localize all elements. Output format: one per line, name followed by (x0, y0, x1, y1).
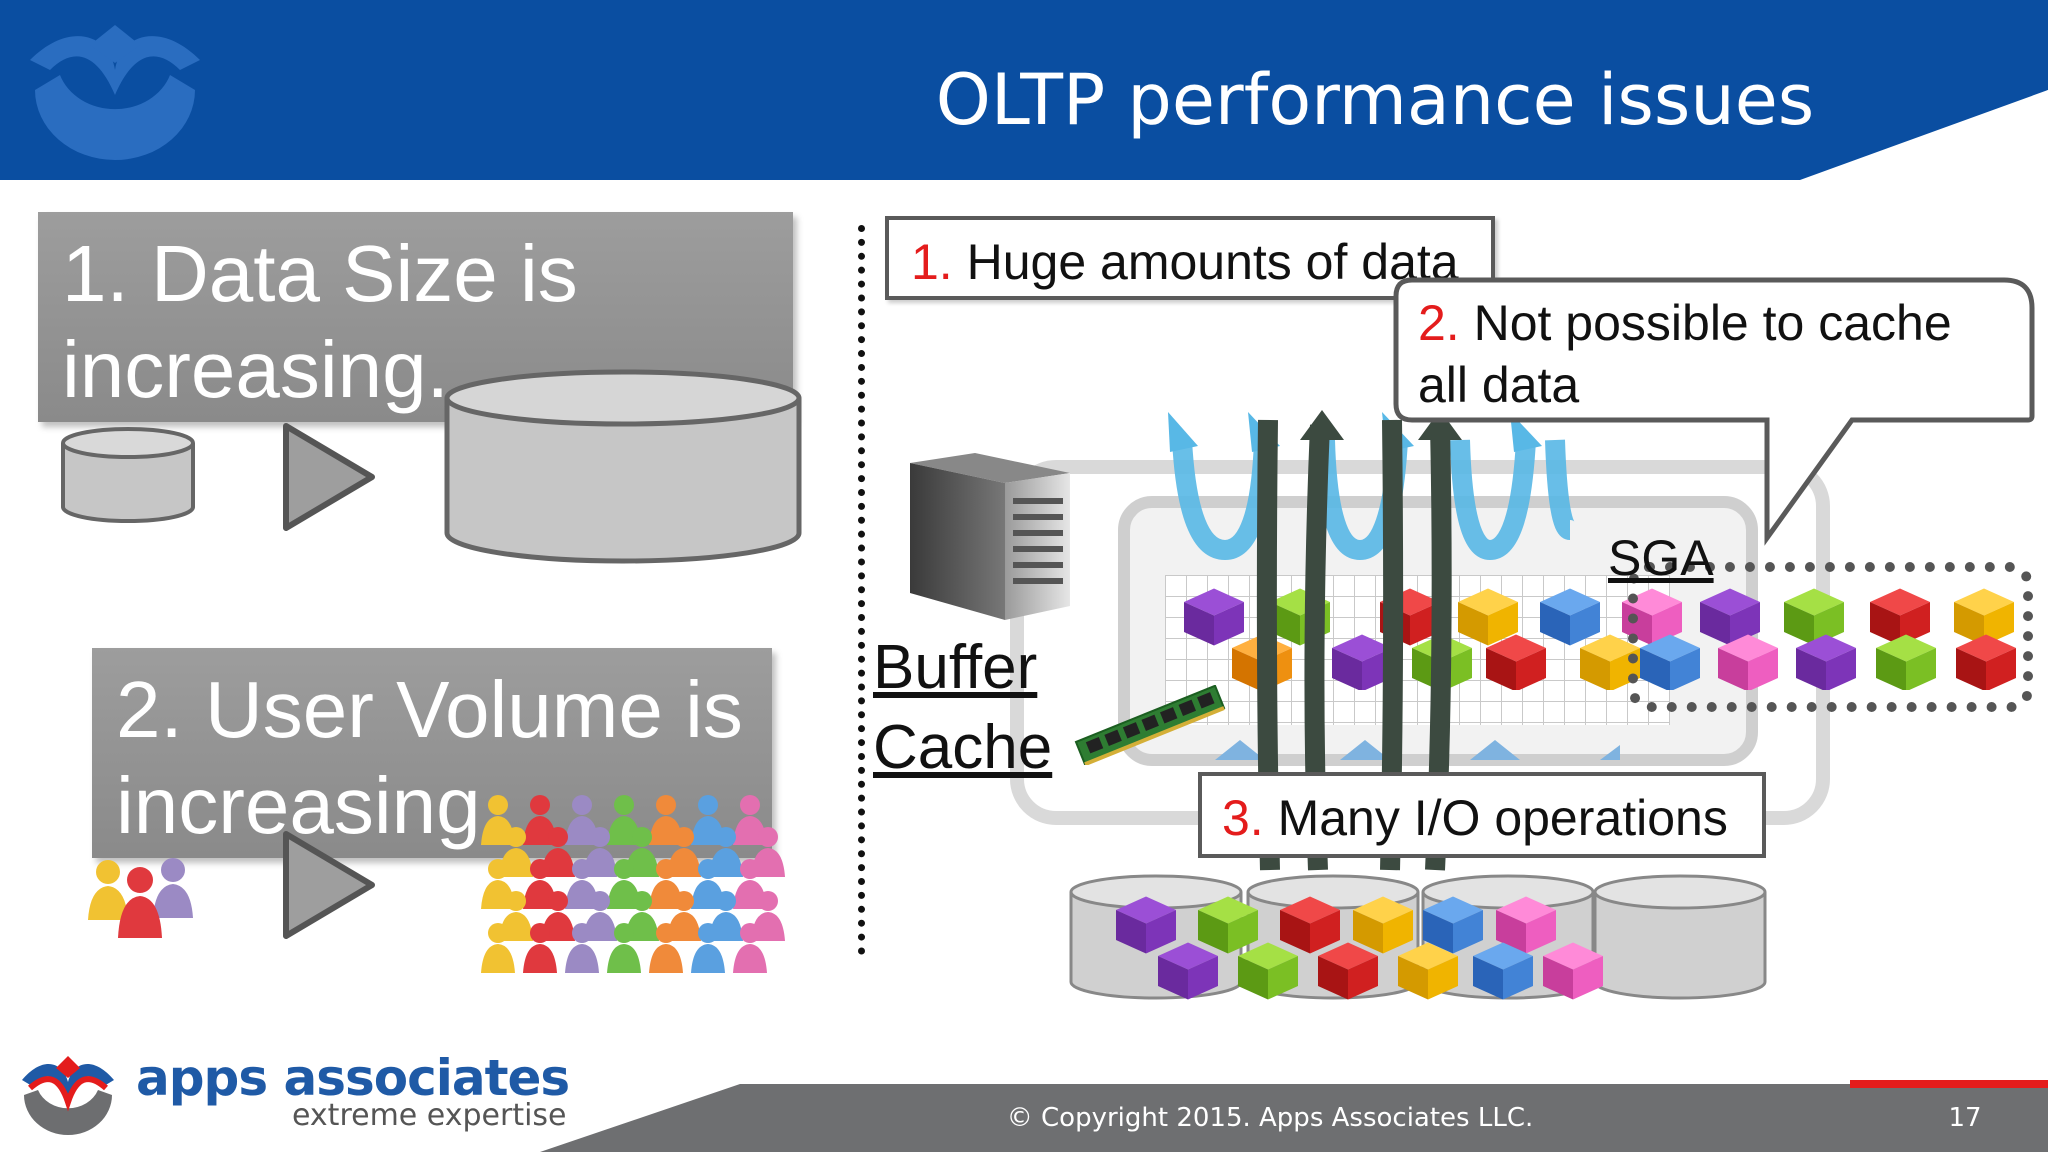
callout-cache-line1: 2. Not possible to cache (1418, 292, 1952, 354)
header-bar (0, 0, 2048, 180)
watermark-logo-icon (30, 25, 200, 160)
callout-huge-data-text: Huge amounts of data (952, 234, 1459, 290)
cache-label: Cache (873, 713, 1053, 782)
large-people-crowd-icon (481, 795, 785, 973)
callout-io-text: Many I/O operations (1263, 790, 1728, 846)
memory-module-icon (1074, 685, 1226, 765)
callout-cache-text1: Not possible to cache (1459, 295, 1952, 351)
storage-disks (1069, 874, 1767, 1000)
arrow-right-icon-2 (283, 831, 375, 939)
user-volume-line2: increasing. (116, 761, 503, 850)
large-database-icon (444, 369, 802, 564)
brand-name: apps associates (136, 1049, 570, 1107)
uncached-blocks-box (1628, 562, 2033, 712)
callout-io-ops: 3. Many I/O operations (1198, 772, 1766, 858)
brand-tagline: extreme expertise (292, 1098, 567, 1133)
copyright-text: © Copyright 2015. Apps Associates LLC. (1006, 1103, 1534, 1133)
footer-shape (540, 1080, 2048, 1152)
callout-huge-data: 1. Huge amounts of data (885, 216, 1495, 300)
data-size-line1: 1. Data Size is (62, 229, 578, 318)
buffer-label: Buffer (873, 633, 1038, 702)
apps-associates-logo-icon (22, 1056, 114, 1135)
callout-huge-data-number: 1. (911, 234, 953, 290)
data-size-line2: increasing. (62, 325, 449, 414)
callout-cache-line2: all data (1418, 357, 1580, 413)
sga-label: SGA (1608, 530, 1714, 586)
vertical-divider (858, 225, 865, 955)
header-white-wedge (1850, 95, 2048, 180)
page-number: 17 (1948, 1103, 1982, 1133)
user-volume-line1: 2. User Volume is (116, 665, 743, 754)
slide-title: OLTP performance issues (935, 59, 1815, 141)
callout-cache-shape (1393, 277, 2035, 546)
callout-io-number: 3. (1222, 790, 1264, 846)
server-icon (910, 453, 1070, 620)
small-database-icon (61, 427, 195, 523)
small-people-group-icon (88, 858, 193, 938)
arrow-right-icon (283, 423, 375, 531)
callout-cache-number: 2. (1418, 295, 1460, 351)
